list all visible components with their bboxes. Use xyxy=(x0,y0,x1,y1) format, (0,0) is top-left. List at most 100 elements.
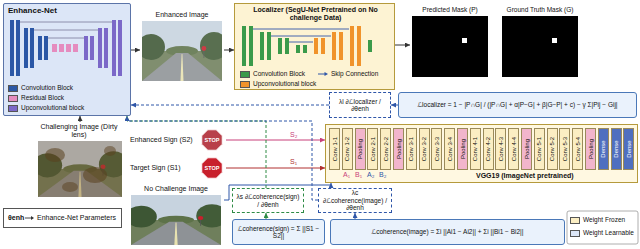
mask-images-part xyxy=(502,16,578,77)
localizer-drawing-part xyxy=(253,29,349,30)
enhance-net-drawing-part xyxy=(16,20,20,76)
enhance-net-drawing-part xyxy=(104,28,108,68)
image-panel: Challenging Image (Dirty lens) xyxy=(36,122,124,199)
enhance-net-drawing-part xyxy=(90,36,94,60)
localizer-drawing-part xyxy=(249,26,253,66)
legend-item: Weight Learnable xyxy=(570,229,634,237)
legend-item: Upconvolutional block xyxy=(240,80,316,88)
localizer-drawing-part xyxy=(368,40,372,52)
connector-arrow xyxy=(80,116,81,122)
layer-name: Pooling xyxy=(523,139,530,159)
connector-arrow xyxy=(127,116,266,188)
mask-images-part xyxy=(462,38,467,43)
enhanced-photo xyxy=(137,21,228,81)
vgg-layer: Pooling xyxy=(521,128,532,170)
vgg-layer: Conv 2-1 xyxy=(367,128,378,170)
enhance-net-drawing-part xyxy=(73,44,78,52)
localizer-drawing-part xyxy=(260,32,264,60)
skip-line-sample-stroke xyxy=(318,74,325,75)
skip-line-sample xyxy=(318,71,328,77)
legend-text: Convolution Block xyxy=(21,84,73,92)
layer-name: Dense xyxy=(625,140,632,157)
connector-arrow xyxy=(224,50,234,51)
connector-arrow xyxy=(226,140,325,141)
localizer-drawing-part xyxy=(242,26,246,66)
layer-name: Conv 1-1 xyxy=(331,137,338,161)
localizer-drawing-part xyxy=(296,45,300,53)
network-title: Enhance-Net xyxy=(8,7,57,15)
parameter-key: θenhEnhance-Net Parameters xyxy=(3,208,122,228)
enhance-net-drawing-part xyxy=(66,44,71,52)
legend-text: Upconvolutional block xyxy=(21,104,84,112)
parameter-arrow-part xyxy=(25,218,32,219)
mask-images xyxy=(412,16,578,77)
enhance-net-drawing-part xyxy=(84,36,88,60)
vgg-layer: Conv 4-4 xyxy=(508,128,519,170)
feature-label: S₁ xyxy=(290,158,297,166)
vgg-layer: Conv 3-1 xyxy=(406,128,417,170)
legend-swatch xyxy=(570,230,580,237)
vgg-layer: Conv 5-3 xyxy=(559,128,570,170)
legend-item: Convolution Block xyxy=(8,84,73,92)
connector-arrow xyxy=(395,45,410,46)
legend-swatch xyxy=(240,81,250,88)
localizer-drawing-part xyxy=(267,32,271,60)
enhance-net-drawing-part xyxy=(38,36,42,60)
localizer-drawing-part xyxy=(321,38,325,54)
legend-text: Weight Frozen xyxy=(583,216,625,224)
legend-swatch xyxy=(8,105,18,112)
gradient-box: λl ∂ℒlocalizer / ∂θenh xyxy=(329,92,391,118)
mask-panel: Ground Truth Mask (G) xyxy=(500,3,580,79)
enhance-net-drawing-part xyxy=(59,44,64,52)
layer-name: Dense xyxy=(613,140,620,157)
enhanced-photo-part xyxy=(137,21,228,81)
gradient-box: λc ∂ℒcoherence(image) / ∂θenh xyxy=(318,188,392,213)
enhance-net-drawing-part xyxy=(34,30,98,31)
localizer-drawing-part xyxy=(350,26,354,66)
layer-name: Conv 1-2 xyxy=(344,137,351,161)
challenging-photo-part xyxy=(38,141,122,197)
layer-name: Conv 2-1 xyxy=(369,137,376,161)
image-caption: Challenging Image (Dirty lens) xyxy=(38,123,120,139)
localizer-drawing-part xyxy=(278,38,282,54)
legend-swatch xyxy=(570,217,580,224)
vgg-layer: Conv 4-2 xyxy=(483,128,494,170)
loss-formula: ℒcoherence(image) = Σi ||Ai1 − Ai2|| + Σ… xyxy=(372,228,524,236)
connector-arrow xyxy=(391,105,398,106)
loss-box: ℒcoherence(image) = Σi ||Ai1 − Ai2|| + Σ… xyxy=(330,219,565,245)
legend-text: Skip Connection xyxy=(331,70,378,78)
stop-sign-icons-part xyxy=(202,130,222,150)
gradient-term: λl ∂ℒlocalizer / ∂θenh xyxy=(333,98,387,113)
vgg-layer: Conv 5-1 xyxy=(534,128,545,170)
sign-text: STOP xyxy=(205,165,220,171)
loss-formula: ℒcoherence(sign) = Σ ||S1 − S2|| xyxy=(236,225,321,240)
connector-group xyxy=(80,45,410,219)
layer-name: Conv 4-3 xyxy=(497,137,504,161)
vgg-layer: Conv 3-3 xyxy=(431,128,442,170)
sign-caption: Enhanced Sign (S2) xyxy=(130,136,193,144)
connector-arrow xyxy=(131,50,140,51)
localizer-drawing-part xyxy=(314,38,318,54)
localizer-drawing-part xyxy=(339,32,343,60)
legend-item: Upconvolutional block xyxy=(8,104,84,112)
connector-arrow xyxy=(131,105,329,106)
layer-name: Conv 5-3 xyxy=(561,137,568,161)
mask-panel: Predicted Mask (P) xyxy=(410,3,490,79)
skip-line-sample-head xyxy=(325,72,329,76)
challenging-photo-part xyxy=(104,146,116,156)
localizer-drawing-part xyxy=(289,42,313,43)
vgg-layer: Pooling xyxy=(393,128,404,170)
enhance-net-drawing-part xyxy=(44,36,48,60)
enhance-net-drawing-part xyxy=(118,20,122,76)
challenging-photo-part xyxy=(45,148,65,162)
enhanced-photo-part xyxy=(142,21,222,81)
weight-legend-frame xyxy=(567,211,638,244)
legend-item: Skip Connection xyxy=(318,70,378,78)
localizer-drawing-part xyxy=(234,3,395,90)
parameter-arrow-part xyxy=(31,216,34,220)
legend-text: Convolution Block xyxy=(253,70,305,78)
feature-label: A₂ xyxy=(367,171,374,179)
